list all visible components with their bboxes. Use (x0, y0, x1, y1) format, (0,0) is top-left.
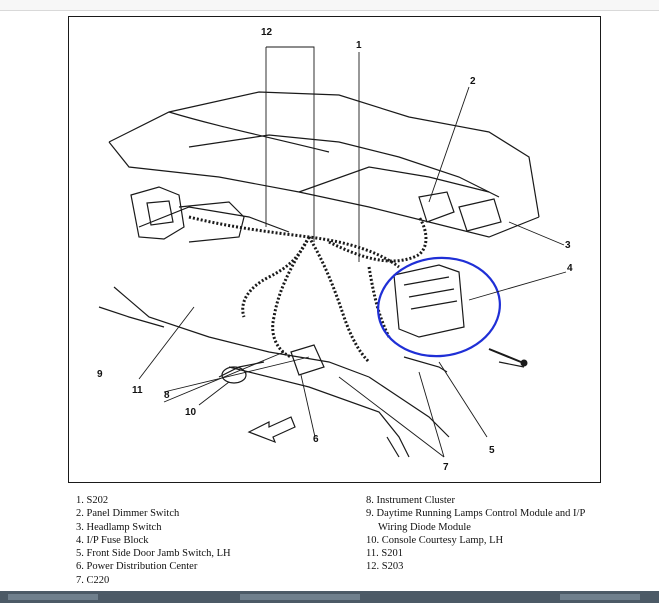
callout-9: 9 (97, 369, 103, 380)
callout-7: 7 (443, 462, 449, 473)
legend-item: 10. Console Courtesy Lamp, LH (366, 534, 504, 546)
scrollbar-segment (560, 594, 640, 600)
callout-4: 4 (567, 263, 573, 274)
diagram-frame: 12 1 2 3 4 5 6 7 8 9 10 11 (68, 16, 601, 483)
legend-item: 4. I/P Fuse Block (76, 534, 149, 546)
callout-1: 1 (356, 40, 362, 51)
legend-item: 2. Panel Dimmer Switch (76, 508, 180, 520)
wiring-diagram: 12 1 2 3 4 5 6 7 8 9 10 11 (97, 27, 573, 473)
legend-item: 1. S202 (76, 495, 109, 506)
callout-12: 12 (261, 27, 273, 38)
scrollbar-segment (240, 594, 360, 600)
bottom-scrollbar[interactable] (0, 591, 659, 603)
legend-item: 12. S203 (366, 561, 404, 573)
legend-item: 6. Power Distribution Center (76, 561, 198, 573)
callout-11: 11 (132, 385, 143, 396)
callout-3: 3 (565, 240, 571, 251)
wire-harness (188, 215, 428, 364)
legend-item: 3. Headlamp Switch (76, 521, 162, 533)
callout-5: 5 (489, 445, 495, 456)
callout-10: 10 (185, 407, 197, 418)
legend-left-column: 1. S202 2. Panel Dimmer Switch 3. Headla… (76, 494, 356, 587)
screw-icon (488, 348, 528, 367)
legend-right-column: 8. Instrument Cluster 9. Daytime Running… (366, 494, 616, 574)
window-top-strip (0, 0, 659, 11)
legend-item: 11. S201 (366, 548, 403, 560)
callout-6: 6 (313, 434, 319, 445)
scrollbar-segment (8, 594, 98, 600)
legend-item: 9. Daytime Running Lamps Control Module … (366, 508, 585, 533)
highlight-circle (377, 256, 501, 358)
dashboard-outline (98, 91, 540, 458)
legend-item: 7. C220 (76, 574, 110, 586)
callout-8: 8 (164, 390, 170, 401)
legend-item: 5. Front Side Door Jamb Switch, LH (76, 548, 231, 560)
callout-2: 2 (470, 76, 476, 87)
forward-arrow-icon (247, 416, 296, 444)
legend-item: 8. Instrument Cluster (366, 495, 455, 506)
leader-lines (138, 46, 567, 458)
